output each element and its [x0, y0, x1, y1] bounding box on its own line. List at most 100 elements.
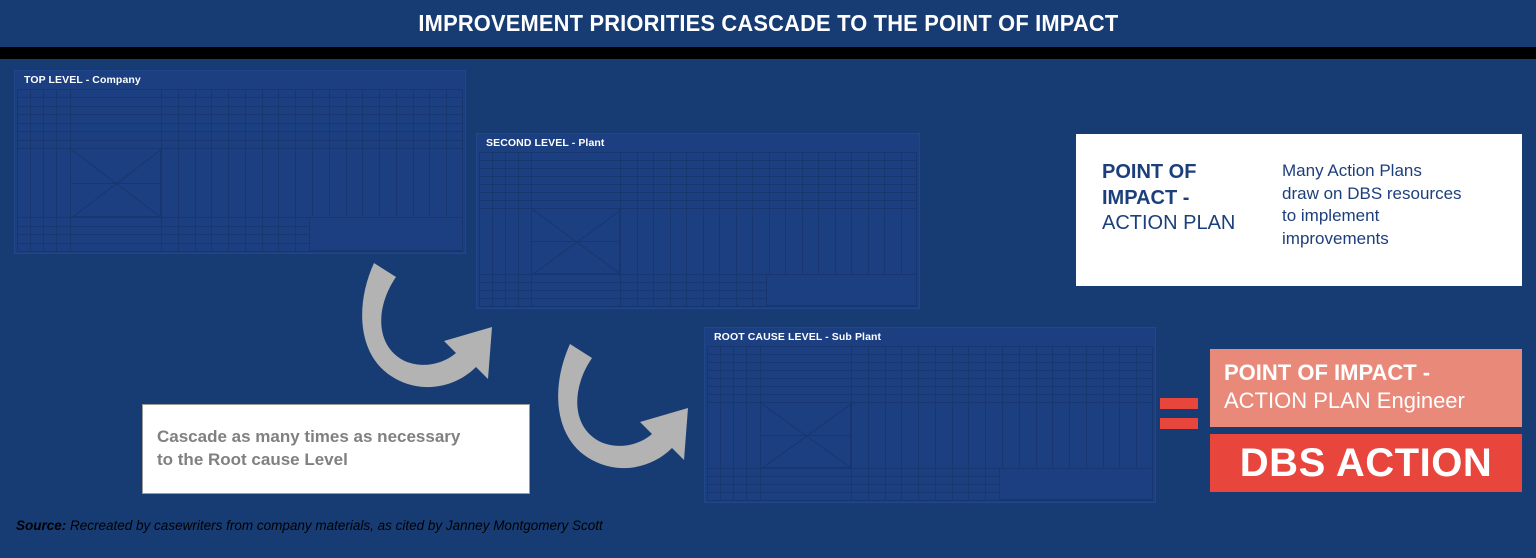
- point-of-impact-body-line-1: Many Action Plans: [1282, 161, 1422, 180]
- grid-column-line: [17, 89, 18, 251]
- grid-column-line: [228, 89, 230, 251]
- grid-column-line: [851, 346, 853, 500]
- grid-row-line: [707, 475, 1153, 477]
- grid-column-line: [867, 346, 869, 500]
- title-divider-rule: [0, 47, 1536, 59]
- grid-column-line: [834, 152, 836, 306]
- grid-column-line: [720, 346, 722, 500]
- grid-column-line: [395, 89, 397, 251]
- grid-column-line: [620, 152, 622, 306]
- grid-column-line: [669, 152, 671, 306]
- grid-column-line: [752, 152, 754, 306]
- grid-row-line: [479, 200, 917, 202]
- grid-column-line: [362, 89, 364, 251]
- grid-crossed-cell: [759, 402, 853, 470]
- grid-row-line: [479, 289, 917, 291]
- grid-row-line: [479, 281, 917, 283]
- grid-row-line: [707, 467, 1153, 469]
- equals-bar-bottom: [1160, 418, 1198, 429]
- point-of-impact-card: POINT OF IMPACT - ACTION PLAN Many Actio…: [1076, 134, 1522, 286]
- point-of-impact-heading: POINT OF IMPACT - ACTION PLAN: [1102, 160, 1282, 237]
- equals-bar-top: [1160, 398, 1198, 409]
- grid-crossed-cell: [69, 147, 163, 219]
- grid-row-line: [479, 306, 917, 307]
- grid-column-line: [653, 152, 655, 306]
- grid-crossed-cell: [530, 208, 623, 276]
- point-of-impact-body: Many Action Plans draw on DBS resources …: [1282, 160, 1502, 250]
- grid-row-line: [479, 184, 917, 186]
- grid-row-line: [479, 192, 917, 194]
- grid-column-line: [517, 152, 519, 306]
- grid-column-line: [491, 152, 493, 306]
- grid-column-line: [328, 89, 330, 251]
- grid-column-line: [379, 89, 381, 251]
- grid-column-line: [686, 152, 688, 306]
- grid-column-line: [261, 89, 263, 251]
- dbs-action-box: DBS ACTION: [1210, 434, 1522, 492]
- grid-column-line: [194, 89, 196, 251]
- action-plan-engineer-light: ACTION PLAN Engineer: [1224, 387, 1465, 413]
- grid-row-line: [479, 176, 917, 178]
- grid-column-line: [244, 89, 246, 251]
- grid-column-line: [1152, 346, 1153, 500]
- grid-column-line: [446, 89, 448, 251]
- grid-column-line: [278, 89, 280, 251]
- grid-column-line: [412, 89, 414, 251]
- point-of-impact-heading-line-1: POINT OF: [1102, 161, 1197, 183]
- grid-row-line: [17, 234, 463, 236]
- dbs-action-label: DBS ACTION: [1239, 440, 1493, 485]
- panel-top-level-grid: [17, 89, 463, 252]
- panel-second-level-header: SECOND LEVEL - Plant: [476, 133, 920, 152]
- grid-row-line: [479, 273, 917, 275]
- grid-column-line: [1052, 346, 1054, 500]
- grid-column-line: [851, 152, 853, 306]
- curved-arrow-icon-1: [362, 263, 492, 388]
- grid-row-line: [479, 152, 917, 153]
- grid-column-line: [951, 346, 953, 500]
- grid-row-line: [707, 491, 1153, 493]
- point-of-impact-heading-line-2: IMPACT -: [1102, 186, 1190, 209]
- grid-column-line: [43, 89, 45, 251]
- grid-row-line: [707, 500, 1153, 501]
- grid-column-line: [746, 346, 748, 500]
- source-footnote-text: Recreated by casewriters from company ma…: [66, 518, 603, 533]
- grid-blank-cell: [999, 467, 1153, 500]
- grid-row-line: [17, 97, 463, 99]
- slide-title-bar: IMPROVEMENT PRIORITIES CASCADE TO THE PO…: [0, 0, 1536, 47]
- panel-root-cause-level-grid: [707, 346, 1153, 501]
- grid-column-line: [345, 89, 347, 251]
- grid-column-line: [818, 152, 820, 306]
- action-plan-engineer-strong: POINT OF IMPACT -: [1224, 360, 1431, 385]
- grid-row-line: [479, 160, 917, 161]
- grid-column-line: [1119, 346, 1121, 500]
- grid-row-line: [707, 394, 1153, 396]
- grid-row-line: [17, 105, 463, 107]
- panel-top-level: TOP LEVEL - Company: [14, 70, 466, 254]
- panel-top-level-title: TOP LEVEL - Company: [24, 73, 141, 86]
- grid-row-line: [17, 217, 463, 219]
- grid-column-line: [504, 152, 506, 306]
- grid-row-line: [707, 402, 1153, 404]
- grid-column-line: [719, 152, 721, 306]
- grid-column-line: [707, 346, 708, 500]
- grid-column-line: [1136, 346, 1138, 500]
- grid-column-line: [785, 152, 787, 306]
- grid-row-line: [707, 354, 1153, 355]
- grid-column-line: [733, 346, 735, 500]
- cascade-note-line-1: Cascade as many times as necessary: [157, 427, 461, 447]
- panel-root-cause-level: ROOT CAUSE LEVEL - Sub Plant: [704, 327, 1156, 503]
- grid-row-line: [707, 370, 1153, 372]
- action-plan-engineer-box: POINT OF IMPACT - ACTION PLAN Engineer: [1210, 349, 1522, 427]
- grid-row-line: [17, 139, 463, 141]
- grid-column-line: [884, 152, 886, 306]
- grid-column-line: [30, 89, 32, 251]
- grid-column-line: [702, 152, 704, 306]
- grid-column-line: [177, 89, 179, 251]
- grid-column-line: [295, 89, 297, 251]
- grid-row-line: [707, 362, 1153, 364]
- grid-column-line: [56, 89, 58, 251]
- grid-column-line: [900, 152, 902, 306]
- slide-title: IMPROVEMENT PRIORITIES CASCADE TO THE PO…: [417, 10, 1119, 36]
- grid-column-line: [1018, 346, 1020, 500]
